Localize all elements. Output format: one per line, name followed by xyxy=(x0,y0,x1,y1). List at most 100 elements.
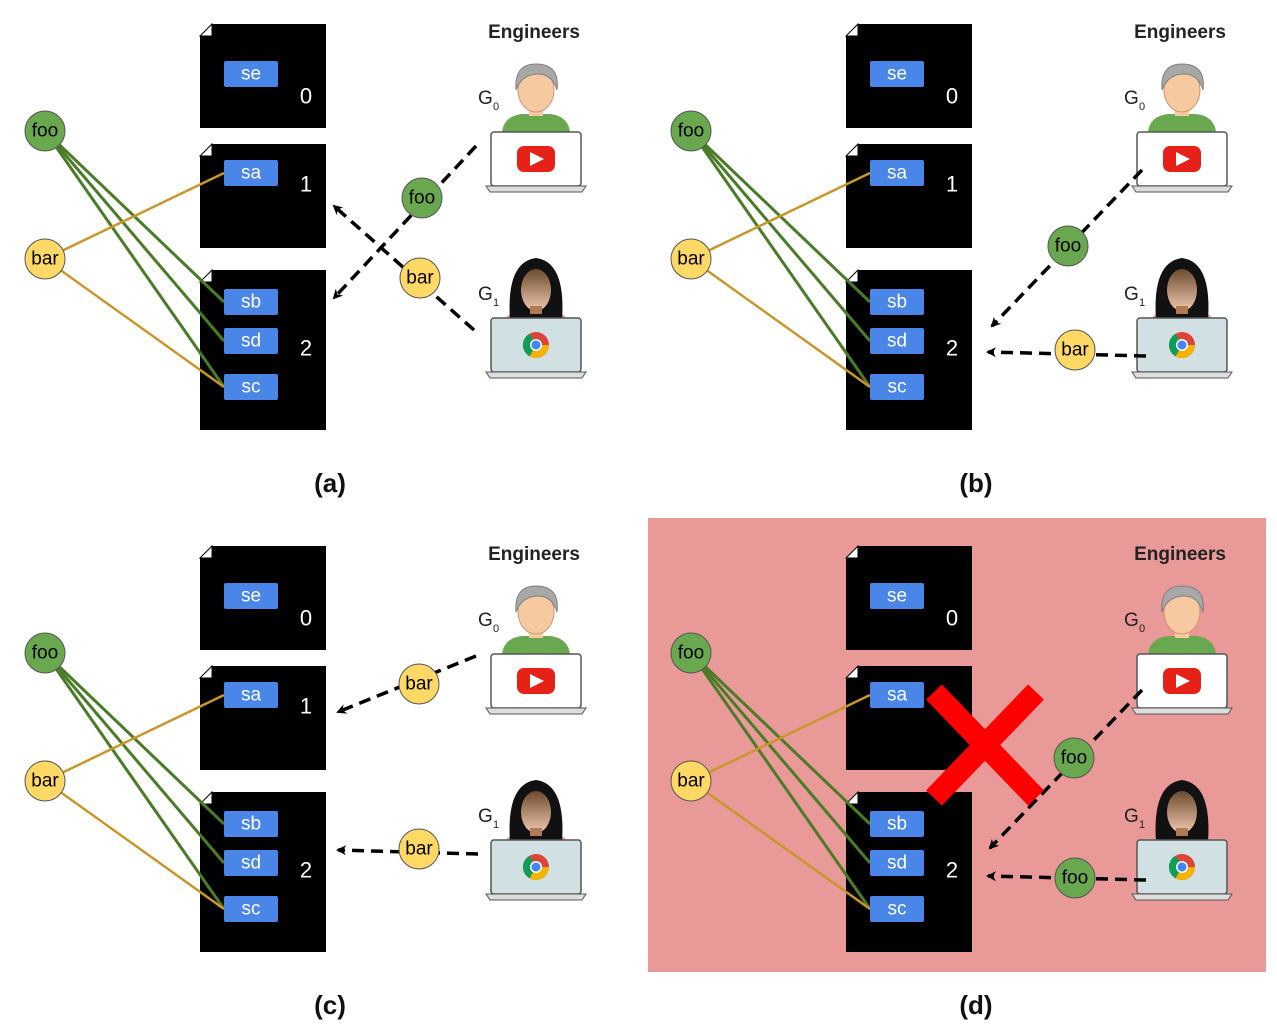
laptop-base xyxy=(485,371,587,379)
engineer-g1-label: G xyxy=(1124,806,1139,827)
chrome-center xyxy=(531,340,541,350)
bar-edge-sc xyxy=(44,779,225,911)
document-fold xyxy=(198,790,213,805)
engineer-g1-subscript: 1 xyxy=(1139,819,1145,831)
chip-se-label: se xyxy=(241,586,261,607)
hair xyxy=(515,63,558,91)
g0-request-tag-text: foo xyxy=(409,188,435,209)
tag-foo-text: foo xyxy=(678,121,704,142)
laptop-base xyxy=(1131,185,1233,193)
caption-c: (c) xyxy=(314,990,346,1020)
foo-edge-sd xyxy=(43,652,226,864)
engineer-g1-label: G xyxy=(1124,284,1139,305)
foo-edge-sc xyxy=(43,130,226,388)
youtube-play xyxy=(1176,152,1190,166)
g1-arrow xyxy=(336,845,479,856)
chrome-center xyxy=(1177,862,1187,872)
laptop-base xyxy=(485,185,587,193)
foo-edge-sd xyxy=(43,130,226,342)
chip-sb-chip xyxy=(870,811,924,837)
tag-foo-text: foo xyxy=(678,643,704,664)
g1-request-tag xyxy=(1054,857,1096,899)
document-1-number: 1 xyxy=(946,172,958,197)
chrome-green xyxy=(1168,855,1182,879)
youtube-play xyxy=(530,152,544,166)
youtube-laptop-icon xyxy=(1131,653,1233,715)
engineer-g1-subscript: 1 xyxy=(493,297,499,309)
chip-sc-chip xyxy=(224,896,278,922)
bar-edge-sc xyxy=(690,779,871,911)
chip-sb-chip xyxy=(870,289,924,315)
youtube-play xyxy=(530,674,544,688)
face xyxy=(521,269,551,311)
document-2-number: 2 xyxy=(946,858,958,883)
engineers-title: Engineers xyxy=(488,22,580,43)
document-fold xyxy=(198,664,213,679)
person-gray-hair-icon xyxy=(502,585,570,654)
tag-foo xyxy=(24,632,66,674)
chrome-center xyxy=(531,862,541,872)
laptop-base xyxy=(485,893,587,901)
tag-bar-text: bar xyxy=(677,771,705,792)
g1-request-tag xyxy=(399,257,441,299)
chip-sa-chip xyxy=(224,160,278,186)
youtube-laptop-icon xyxy=(485,131,587,193)
document-fold xyxy=(844,664,859,679)
tag-bar xyxy=(24,238,66,280)
document-fold xyxy=(198,268,213,283)
g0-arrow xyxy=(988,688,1144,850)
hair xyxy=(1161,63,1204,91)
chrome-center xyxy=(1177,340,1187,350)
foo-edge-sc xyxy=(689,130,872,388)
engineer-g0-subscript: 0 xyxy=(493,101,499,113)
document-2-number: 2 xyxy=(946,336,958,361)
engineer-g1-subscript: 1 xyxy=(1139,297,1145,309)
chip-sc-label: sc xyxy=(888,377,907,398)
engineer-g1-subscript: 1 xyxy=(493,819,499,831)
chip-sa-chip xyxy=(224,682,278,708)
youtube-laptop-icon xyxy=(1131,131,1233,193)
chip-sd-label: sd xyxy=(241,853,261,874)
chip-sc-label: sc xyxy=(242,899,261,920)
chip-sb-chip xyxy=(224,289,278,315)
engineer-g1-label: G xyxy=(478,806,493,827)
engineers-title: Engineers xyxy=(488,544,580,565)
person-gray-hair-icon xyxy=(1148,585,1216,654)
youtube-play xyxy=(1176,674,1190,688)
g0-request-tag-text: foo xyxy=(1061,748,1087,769)
g0-arrow xyxy=(990,168,1144,328)
tag-bar xyxy=(24,760,66,802)
bar-edge-sa xyxy=(690,693,871,783)
chip-sa-label: sa xyxy=(887,163,908,184)
caption-a: (a) xyxy=(314,468,346,498)
g1-request-tag xyxy=(398,828,440,870)
document-fold xyxy=(844,544,859,559)
chip-sd-label: sd xyxy=(887,853,907,874)
g1-request-tag-text: foo xyxy=(1062,868,1088,889)
foo-edge-sc xyxy=(43,652,226,910)
chip-sa-label: sa xyxy=(241,685,262,706)
chip-se-label: se xyxy=(887,64,907,85)
document-fold xyxy=(844,142,859,157)
chip-sb-label: sb xyxy=(241,814,261,835)
chip-sc-label: sc xyxy=(242,377,261,398)
chip-sb-label: sb xyxy=(241,292,261,313)
document-fold xyxy=(198,22,213,37)
person-gray-hair-icon xyxy=(1148,63,1216,132)
chip-sd-chip xyxy=(870,850,924,876)
chrome-green xyxy=(522,333,536,357)
neck xyxy=(530,306,542,314)
bar-edge-sa xyxy=(44,171,225,261)
tag-bar xyxy=(670,760,712,802)
neck xyxy=(530,828,542,836)
g1-request-tag xyxy=(1054,329,1096,371)
youtube-laptop-icon xyxy=(485,653,587,715)
foo-edge-sd xyxy=(689,130,872,342)
document-1-number: 1 xyxy=(300,694,312,719)
document-fold xyxy=(198,544,213,559)
caption-b: (b) xyxy=(959,468,992,498)
g0-arrow xyxy=(336,654,477,714)
document-1-number: 1 xyxy=(300,172,312,197)
